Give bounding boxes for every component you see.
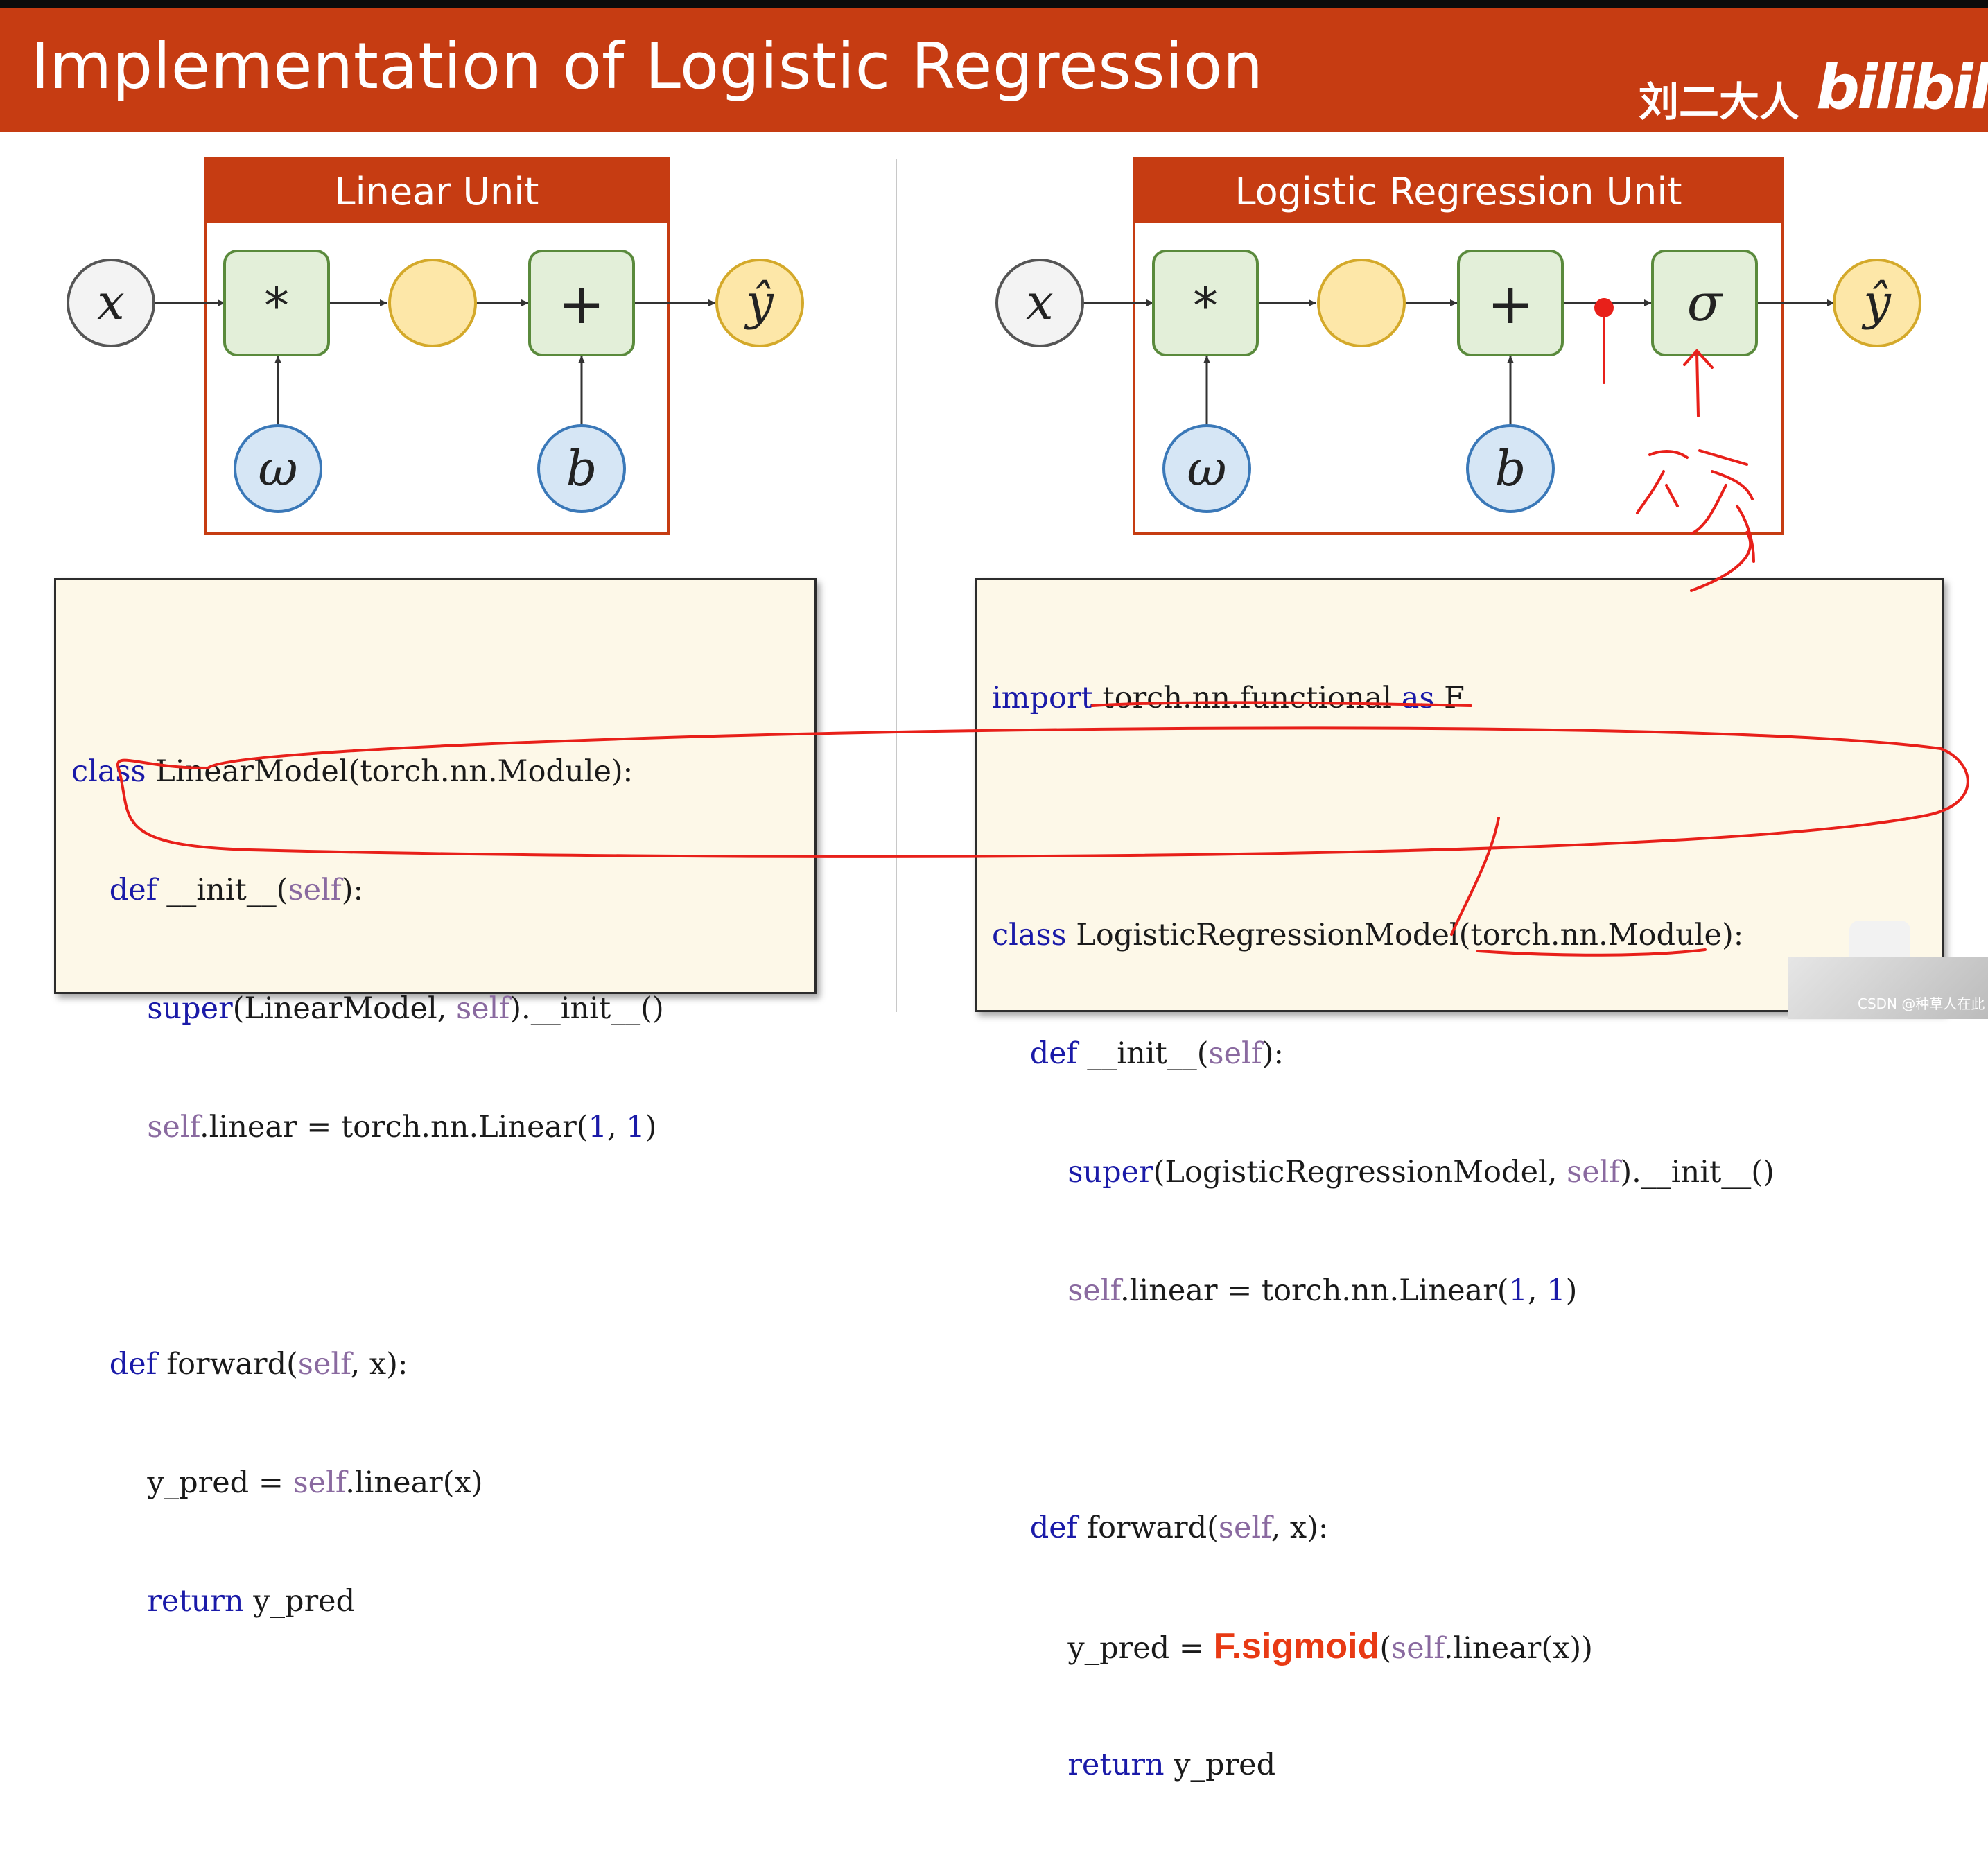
annotation-underline-linear — [1476, 948, 1707, 957]
left-multiply-label: * — [264, 277, 289, 335]
code-line-forward: def forward(self, x): — [1029, 1510, 1329, 1545]
bilibili-logo: bilibili — [1816, 51, 1988, 123]
code-line-return: return y_pred — [147, 1584, 356, 1619]
right-weight-node — [1162, 424, 1251, 513]
code-line-return: return y_pred — [1067, 1748, 1276, 1782]
right-multiply-label: * — [1193, 277, 1218, 335]
right-diagram: x * + σ ŷ ω b — [995, 250, 1921, 513]
left-add-node — [528, 250, 635, 356]
left-output-label: ŷ — [744, 274, 774, 331]
annotation-overlay — [116, 298, 1969, 957]
diagram-canvas: x * + ŷ ω b x * + σ ŷ ω — [67, 250, 1921, 513]
code-line-super: super(LogisticRegressionModel, self).__i… — [1067, 1155, 1775, 1190]
logistic-unit-title: Logistic Regression Unit — [1135, 159, 1781, 223]
code-line-ypred: y_pred = F.sigmoid(self.linear(x)) — [1067, 1626, 1593, 1666]
left-bias-label: b — [566, 440, 598, 497]
right-multiply-node — [1152, 250, 1259, 356]
annotation-arrow-sigma — [1683, 349, 1714, 417]
video-watermark — [1788, 957, 1988, 1019]
author-name: 刘二大人 — [1639, 78, 1800, 125]
code-line-init: def __init__(self): — [1029, 1036, 1284, 1071]
slide-header: Implementation of Logistic Regression 刘二… — [0, 8, 1988, 132]
left-diagram: x * + ŷ ω b — [67, 250, 804, 513]
left-weight-label: ω — [258, 440, 297, 497]
code-line-linear: self.linear = torch.nn.Linear(1, 1) — [1067, 1273, 1578, 1308]
right-add-node — [1457, 250, 1564, 356]
center-divider — [896, 159, 897, 1012]
annotation-char-1 — [1636, 450, 1689, 514]
left-weight-node — [234, 424, 322, 513]
left-output-node — [715, 259, 804, 347]
code-line-ypred: y_pred = self.linear(x) — [147, 1465, 483, 1500]
linear-unit-title: Linear Unit — [207, 159, 667, 223]
code-line-forward: def forward(self, x): — [109, 1347, 408, 1382]
left-multiply-node — [223, 250, 330, 356]
right-output-label: ŷ — [1861, 274, 1892, 331]
annotation-char-2 — [1690, 449, 1755, 563]
right-sigmoid-node — [1651, 250, 1758, 356]
left-input-node — [67, 259, 155, 347]
code-line-blank — [992, 1390, 1775, 1429]
right-add-label: + — [1487, 272, 1533, 336]
right-input-node — [995, 259, 1084, 347]
annotation-underline-classname — [1091, 701, 1472, 707]
right-sigmoid-label: σ — [1687, 273, 1724, 333]
annotation-dot — [1594, 298, 1614, 317]
right-intermediate-node — [1317, 259, 1406, 347]
sigmoid-highlight: F.sigmoid — [1213, 1626, 1380, 1666]
code-line-class: class LogisticRegressionModel(torch.nn.M… — [992, 918, 1744, 952]
annotation-stroke-linear — [1450, 817, 1500, 936]
right-output-node — [1833, 259, 1921, 347]
slide-title: Implementation of Logistic Regression — [30, 29, 1264, 103]
right-bias-label: b — [1495, 440, 1526, 497]
code-line-blank — [71, 1226, 664, 1266]
left-bias-node — [537, 424, 626, 513]
right-weight-label: ω — [1187, 440, 1226, 497]
code-line-init: def __init__(self): — [109, 873, 363, 907]
right-input-label: x — [1026, 274, 1053, 331]
left-input-label: x — [97, 274, 124, 331]
watermark-text: CSDN @种草人在此 — [1858, 995, 1985, 1012]
left-intermediate-node — [388, 259, 477, 347]
annotation-tail — [1690, 531, 1752, 592]
code-line-import: import torch.nn.functional as F — [992, 681, 1465, 715]
code-line-linear: self.linear = torch.nn.Linear(1, 1) — [147, 1110, 657, 1144]
right-bias-node — [1466, 424, 1555, 513]
top-edge-bar — [0, 0, 1988, 8]
left-add-label: + — [558, 272, 604, 336]
annotation-loop-init-block — [116, 726, 1969, 858]
